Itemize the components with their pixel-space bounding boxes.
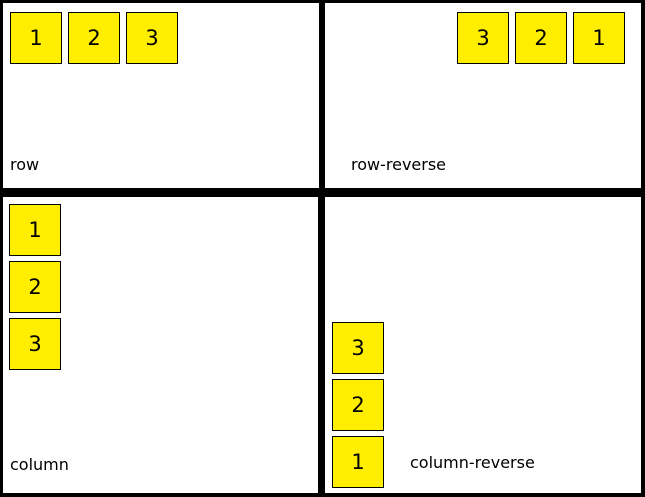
panel-column: 1 2 3 column: [3, 197, 318, 493]
flex-item: 2: [68, 12, 120, 64]
flex-item: 1: [10, 12, 62, 64]
panel-row-reverse: 3 2 1 row-reverse: [325, 3, 641, 188]
flex-item: 3: [457, 12, 509, 64]
panel-label-row-reverse: row-reverse: [351, 155, 447, 174]
panel-label-column: column: [10, 455, 69, 474]
panel-column-reverse: 3 2 1 column-reverse: [325, 197, 641, 493]
panel-label-column-reverse: column-reverse: [410, 453, 535, 472]
flex-item: 2: [9, 261, 61, 313]
flex-item: 1: [332, 436, 384, 488]
flex-item: 3: [126, 12, 178, 64]
flex-item: 1: [9, 204, 61, 256]
flex-item: 1: [573, 12, 625, 64]
flex-item: 3: [332, 322, 384, 374]
flex-item: 2: [515, 12, 567, 64]
flex-item: 2: [332, 379, 384, 431]
panel-label-row: row: [10, 155, 40, 174]
flex-item: 3: [9, 318, 61, 370]
panel-row: 1 2 3 row: [3, 3, 319, 188]
